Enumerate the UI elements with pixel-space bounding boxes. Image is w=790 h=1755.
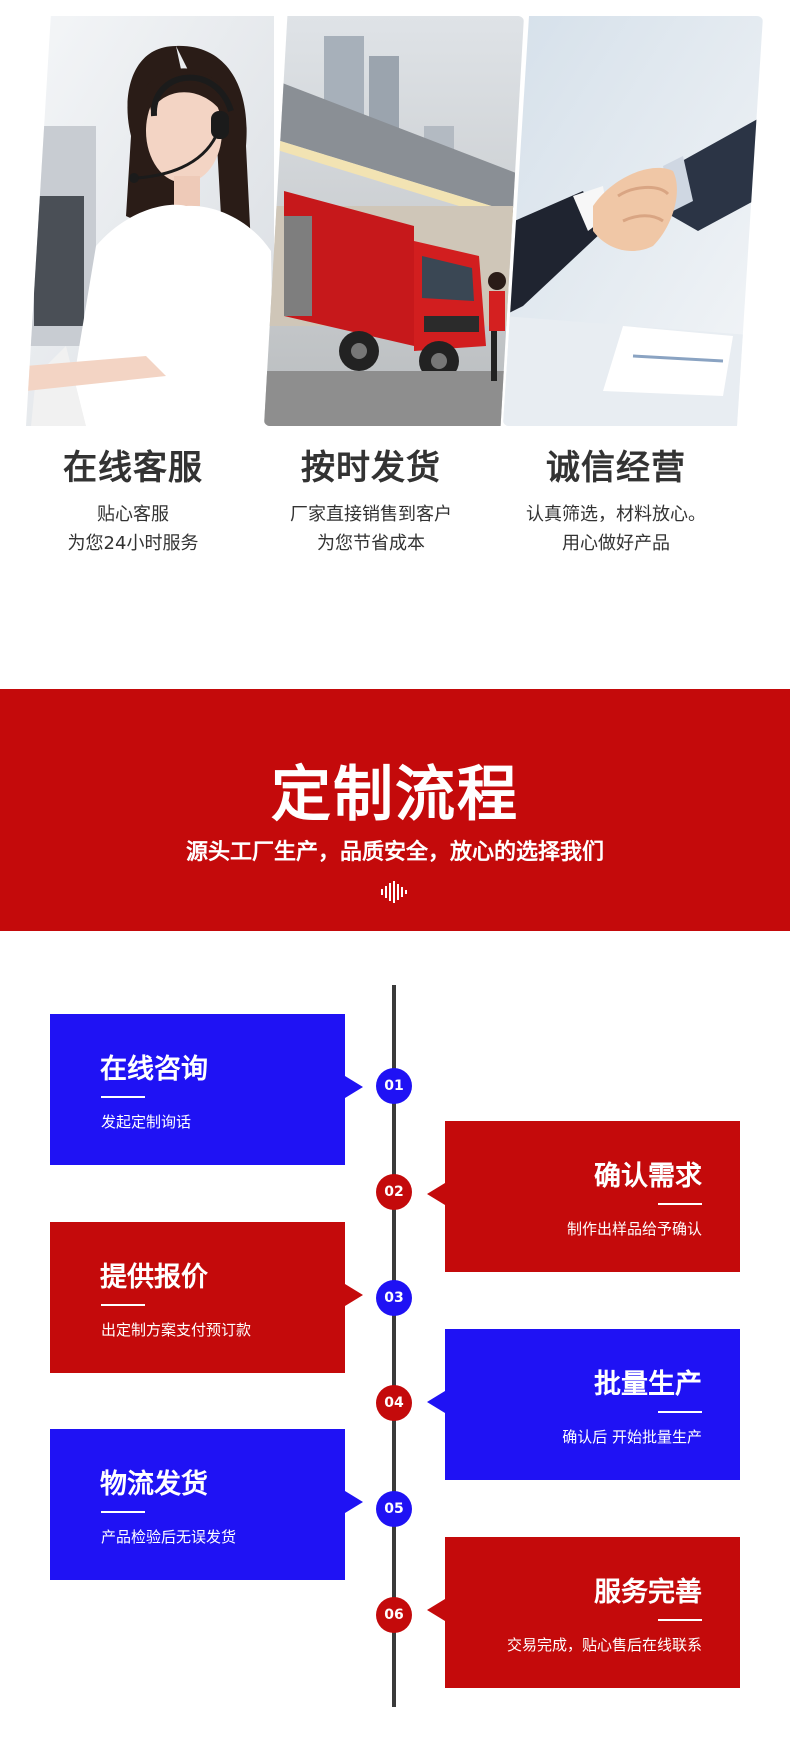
step-number-3: 03 — [376, 1280, 412, 1316]
feature-desc-line: 为您24小时服务 — [67, 533, 199, 554]
process-banner: 定制流程 源头工厂生产，品质安全，放心的选择我们 — [0, 689, 790, 931]
step-desc: 制作出样品给予确认 — [566, 1220, 702, 1238]
feature-desc-line: 为您节省成本 — [317, 533, 425, 554]
banner-subtitle: 源头工厂生产，品质安全，放心的选择我们 — [185, 840, 604, 865]
feature-desc: 认真筛选，材料放心。 用心做好产品 — [496, 500, 736, 558]
step-pointer — [427, 1183, 445, 1205]
photo-strip — [0, 0, 790, 440]
step-pointer — [427, 1391, 445, 1413]
step-title: 物流发货 — [100, 1469, 208, 1500]
sound-wave-icon — [381, 881, 407, 903]
step-card-3: 提供报价 出定制方案支付预订款 — [50, 1222, 363, 1373]
feature-title: 诚信经营 — [546, 448, 686, 488]
step-card-1: 在线咨询 发起定制询话 — [50, 1014, 363, 1165]
step-card-4: 批量生产 确认后 开始批量生产 — [427, 1329, 740, 1480]
step-pointer — [345, 1491, 363, 1513]
feature-desc-line: 厂家直接销售到客户 — [290, 504, 452, 525]
step-divider — [101, 1511, 145, 1513]
feature-desc-line: 认真筛选，材料放心。 — [526, 504, 706, 525]
feature-integrity: 诚信经营 认真筛选，材料放心。 用心做好产品 — [496, 444, 736, 558]
step-number-2: 02 — [376, 1174, 412, 1210]
step-divider — [658, 1619, 702, 1621]
step-desc: 产品检验后无误发货 — [101, 1528, 237, 1546]
handshake-photo — [503, 16, 763, 426]
handshake-icon — [503, 16, 763, 426]
feature-title: 在线客服 — [63, 448, 203, 488]
step-desc: 出定制方案支付预订款 — [101, 1321, 252, 1339]
feature-desc-line: 贴心客服 — [97, 504, 169, 525]
step-desc: 发起定制询话 — [101, 1113, 192, 1131]
feature-on-time-delivery: 按时发货 厂家直接销售到客户 为您节省成本 — [251, 444, 491, 558]
step-pointer — [345, 1076, 363, 1098]
step-title: 提供报价 — [100, 1262, 208, 1293]
step-title: 批量生产 — [594, 1369, 702, 1400]
step-number-1: 01 — [376, 1068, 412, 1104]
step-number-5: 05 — [376, 1491, 412, 1527]
feature-desc-line: 用心做好产品 — [562, 533, 670, 554]
step-number-6: 06 — [376, 1597, 412, 1633]
feature-desc: 贴心客服 为您24小时服务 — [13, 500, 253, 558]
timeline-axis — [392, 985, 396, 1707]
step-desc: 交易完成，贴心售后在线联系 — [506, 1636, 702, 1654]
step-card-6: 服务完善 交易完成，贴心售后在线联系 — [427, 1537, 740, 1688]
step-title: 确认需求 — [594, 1161, 702, 1192]
step-pointer — [345, 1284, 363, 1306]
step-divider — [101, 1096, 145, 1098]
feature-desc: 厂家直接销售到客户 为您节省成本 — [251, 500, 491, 558]
step-number-4: 04 — [376, 1385, 412, 1421]
banner-title: 定制流程 — [271, 760, 519, 830]
feature-title: 按时发货 — [301, 448, 441, 488]
step-card-5: 物流发货 产品检验后无误发货 — [50, 1429, 363, 1580]
step-card-2: 确认需求 制作出样品给予确认 — [427, 1121, 740, 1272]
step-title: 在线咨询 — [100, 1054, 208, 1085]
step-divider — [101, 1304, 145, 1306]
delivery-truck-photo — [264, 16, 524, 426]
customer-service-photo — [26, 16, 274, 426]
step-divider — [658, 1411, 702, 1413]
step-pointer — [427, 1599, 445, 1621]
headset-agent-icon — [26, 16, 274, 426]
red-truck-icon — [264, 16, 524, 426]
step-divider — [658, 1203, 702, 1205]
feature-online-service: 在线客服 贴心客服 为您24小时服务 — [13, 444, 253, 558]
step-desc: 确认后 开始批量生产 — [562, 1428, 702, 1446]
step-title: 服务完善 — [594, 1577, 702, 1608]
